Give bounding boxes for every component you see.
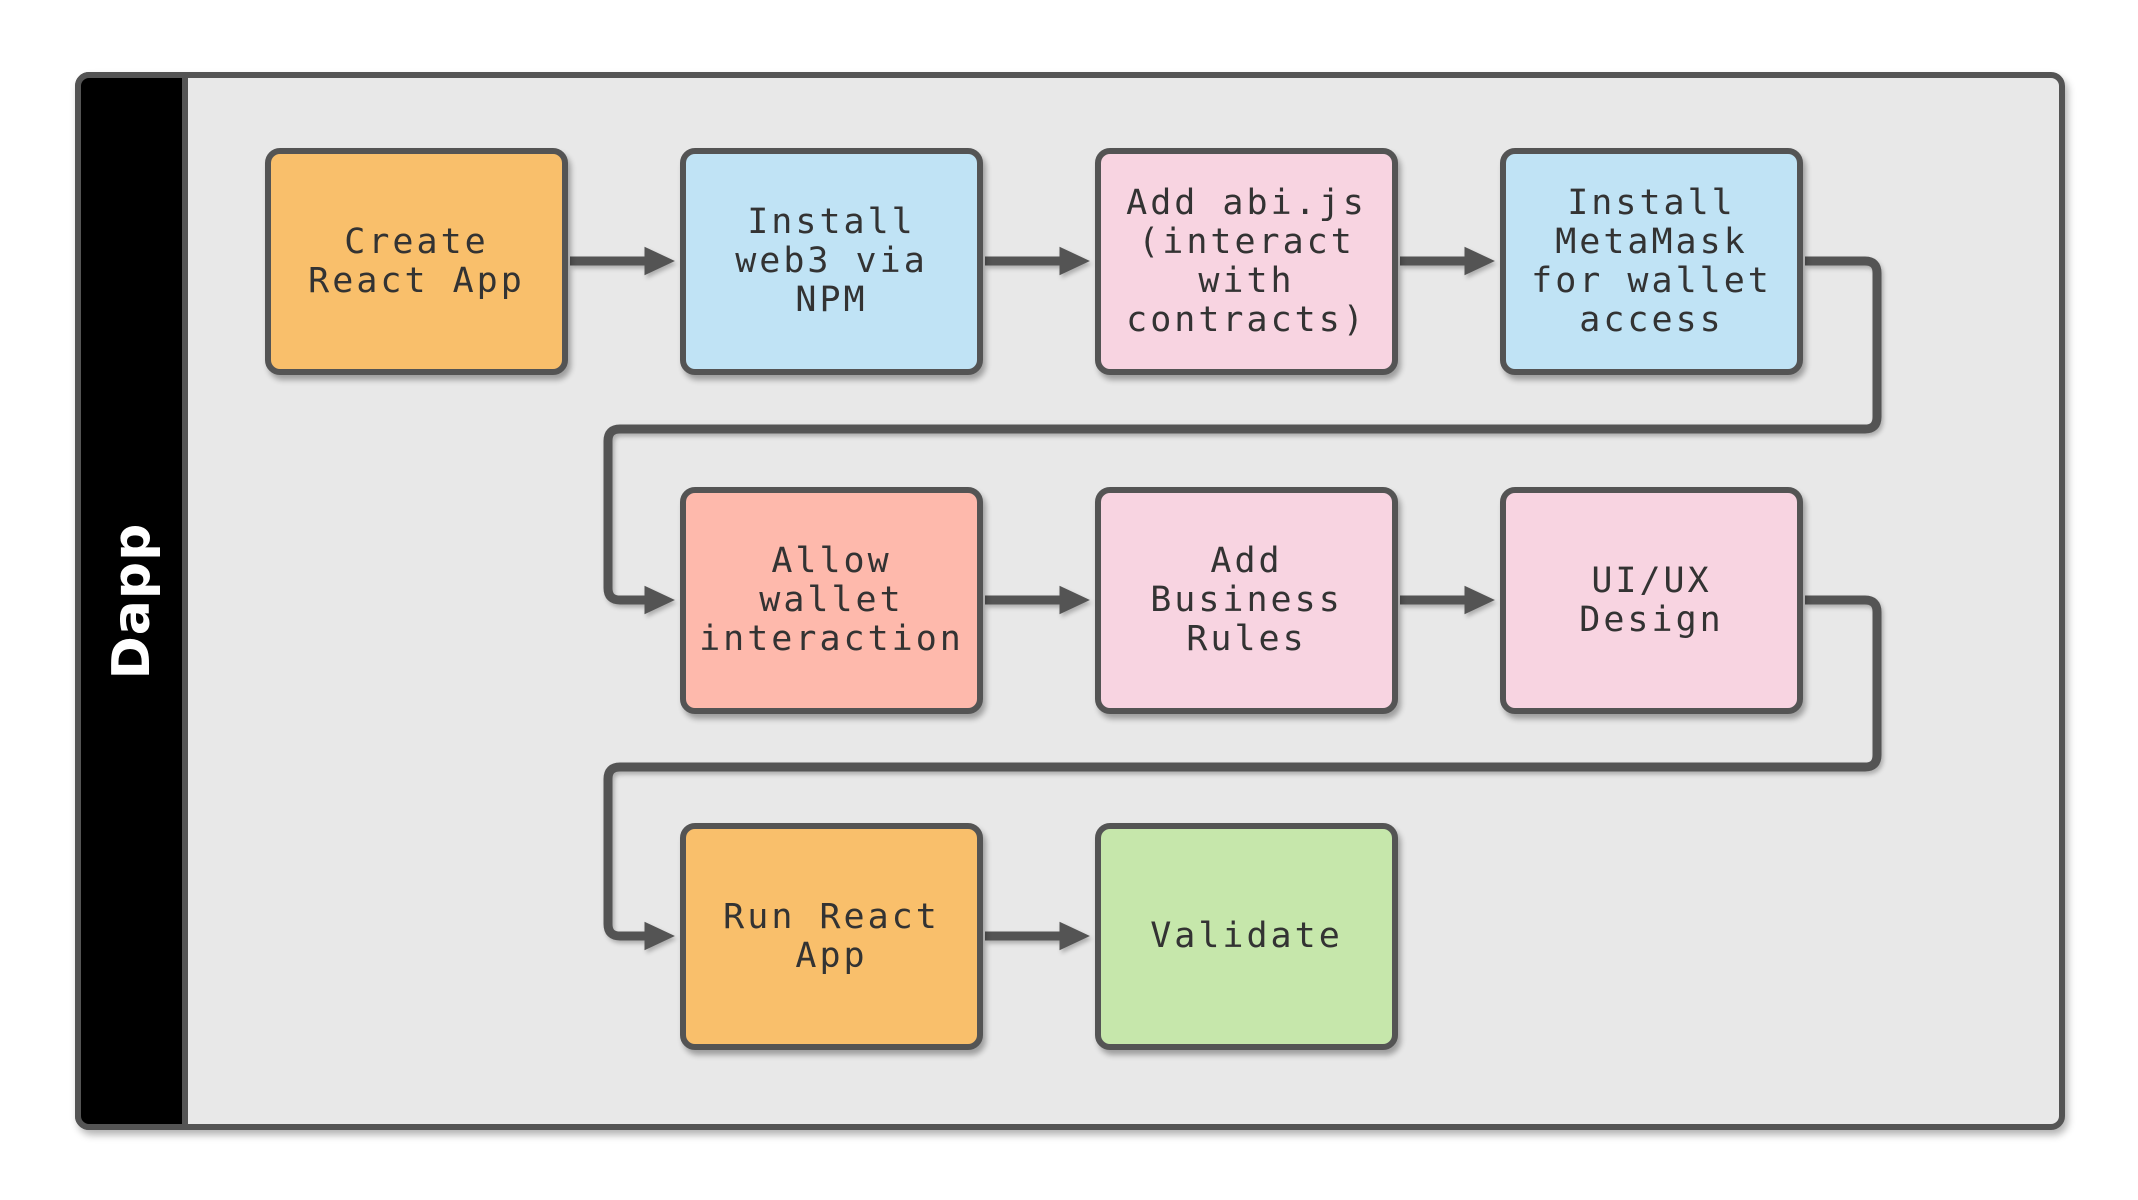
node-validate: Validate bbox=[1095, 823, 1398, 1050]
node-add-business-rules: Add Business Rules bbox=[1095, 487, 1398, 714]
node-uiux-design: UI/UX Design bbox=[1500, 487, 1803, 714]
node-add-abi-js: Add abi.js (interact with contracts) bbox=[1095, 148, 1398, 375]
dapp-title-bar: Dapp bbox=[75, 72, 188, 1130]
node-run-react-app: Run React App bbox=[680, 823, 983, 1050]
subgraph-title: Dapp bbox=[101, 522, 162, 680]
node-install-web3: Install web3 via NPM bbox=[680, 148, 983, 375]
node-create-react-app: Create React App bbox=[265, 148, 568, 375]
node-install-metamask: Install MetaMask for wallet access bbox=[1500, 148, 1803, 375]
node-allow-wallet: Allow wallet interaction bbox=[680, 487, 983, 714]
